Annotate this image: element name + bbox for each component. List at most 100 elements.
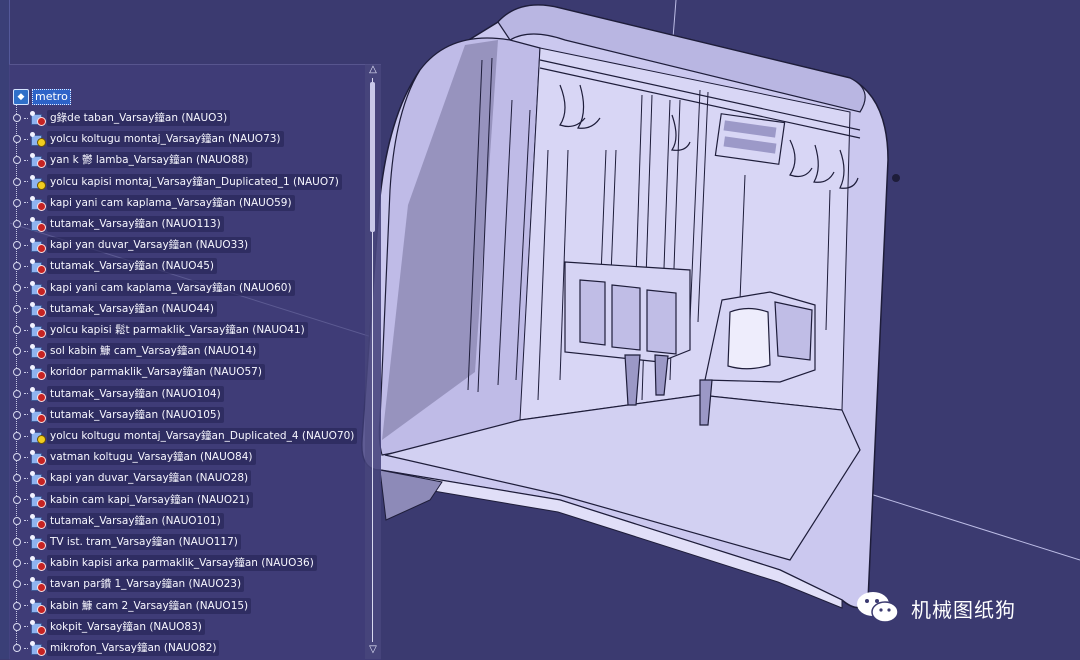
- tree-item-label[interactable]: tutamak_Varsay鐘an (NAUO101): [47, 512, 224, 529]
- tree-item-label[interactable]: kapi yani cam kaplama_Varsay鐘an (NAUO60): [47, 279, 295, 296]
- expand-toggle-icon[interactable]: [13, 220, 21, 228]
- expand-toggle-icon[interactable]: [13, 198, 21, 207]
- expand-toggle-icon[interactable]: [13, 495, 21, 504]
- tree-item-label[interactable]: kabin kapisi arka parmaklik_Varsay鐘an (N…: [47, 555, 317, 572]
- scroll-track[interactable]: [372, 78, 373, 642]
- tree-item[interactable]: koridor parmaklik_Varsay鐘an (NAUO57): [13, 363, 265, 381]
- part-icon: [30, 619, 46, 635]
- tree-item-label[interactable]: tutamak_Varsay鐘an (NAUO44): [47, 300, 218, 317]
- expand-toggle-icon[interactable]: [13, 559, 21, 568]
- tree-item[interactable]: tutamak_Varsay鐘an (NAUO45): [13, 257, 218, 275]
- tree-item[interactable]: yolcu kapisi 鬆t parmaklik_Varsay鐘an (NAU…: [13, 321, 308, 339]
- expand-toggle-icon[interactable]: [13, 326, 21, 334]
- expand-toggle-icon[interactable]: [13, 262, 21, 271]
- tree-root-node[interactable]: ◆ metro: [13, 88, 71, 106]
- tree-item[interactable]: kapi yan duvar_Varsay鐘an (NAUO28): [13, 469, 252, 487]
- tree-item[interactable]: yolcu koltugu montaj_Varsay鐘an (NAUO73): [13, 130, 284, 148]
- expand-toggle-icon[interactable]: [13, 453, 21, 462]
- expand-toggle-icon[interactable]: [13, 644, 21, 652]
- watermark: 机械图纸狗: [855, 588, 1016, 628]
- assembly-icon: [30, 174, 46, 190]
- tree-item-label[interactable]: kapi yani cam kaplama_Varsay鐘an (NAUO59): [47, 194, 295, 211]
- tree-item-label[interactable]: kabin 鱇 cam 2_Varsay鐘an (NAUO15): [47, 597, 252, 614]
- scroll-up-arrow-icon[interactable]: △: [369, 64, 377, 75]
- expand-toggle-icon[interactable]: [13, 135, 21, 144]
- tree-branch-line: [24, 181, 28, 183]
- tree-item[interactable]: kapi yani cam kaplama_Varsay鐘an (NAUO60): [13, 279, 295, 297]
- tree-item-label[interactable]: tavan par鐨 1_Varsay鐘an (NAUO23): [47, 576, 245, 593]
- expand-toggle-icon[interactable]: [13, 580, 21, 589]
- expand-toggle-icon[interactable]: [13, 601, 21, 610]
- tree-item[interactable]: tavan par鐨 1_Varsay鐘an (NAUO23): [13, 575, 245, 593]
- expand-toggle-icon[interactable]: [13, 368, 21, 377]
- expand-toggle-icon[interactable]: [13, 432, 21, 440]
- tree-item[interactable]: yolcu kapisi montaj_Varsay鐘an_Duplicated…: [13, 173, 342, 191]
- expand-toggle-icon[interactable]: [13, 177, 21, 186]
- tree-item-label[interactable]: yolcu koltugu montaj_Varsay鐘an_Duplicate…: [47, 428, 358, 444]
- part-icon: [30, 365, 46, 381]
- tree-item[interactable]: tutamak_Varsay鐘an (NAUO113): [13, 215, 224, 233]
- expand-toggle-icon[interactable]: [13, 283, 21, 292]
- expand-toggle-icon[interactable]: [13, 347, 21, 356]
- tree-item[interactable]: TV ist. tram_Varsay鐘an (NAUO117): [13, 533, 241, 551]
- expand-toggle-icon[interactable]: [13, 156, 21, 165]
- tree-item[interactable]: kabin kapisi arka parmaklik_Varsay鐘an (N…: [13, 554, 317, 572]
- tram-cabin-model[interactable]: [361, 4, 900, 609]
- tree-item-label[interactable]: kapi yan duvar_Varsay鐘an (NAUO33): [47, 237, 252, 254]
- tree-item-label[interactable]: mikrofon_Varsay鐘an (NAUO82): [47, 640, 220, 656]
- tree-item[interactable]: kokpit_Varsay鐘an (NAUO83): [13, 618, 205, 636]
- tree-item[interactable]: kabin cam kapi_Varsay鐘an (NAUO21): [13, 491, 253, 509]
- tree-item-label[interactable]: tutamak_Varsay鐘an (NAUO104): [47, 385, 224, 402]
- tree-branch-line: [24, 583, 28, 585]
- tree-branch-line: [24, 159, 28, 161]
- expand-toggle-icon[interactable]: [13, 622, 21, 631]
- tree-item-label[interactable]: yolcu kapisi 鬆t parmaklik_Varsay鐘an (NAU…: [47, 322, 308, 338]
- expand-toggle-icon[interactable]: [13, 538, 21, 546]
- expand-toggle-icon[interactable]: [13, 410, 21, 419]
- expand-toggle-icon[interactable]: [13, 389, 21, 398]
- tree-item[interactable]: yan k 鬱 lamba_Varsay鐘an (NAUO88): [13, 151, 252, 169]
- tree-item-label[interactable]: koridor parmaklik_Varsay鐘an (NAUO57): [47, 364, 265, 381]
- tree-branch-line: [24, 477, 28, 479]
- tree-item-label[interactable]: tutamak_Varsay鐘an (NAUO113): [47, 216, 224, 232]
- tree-item-label[interactable]: g錄de taban_Varsay鐘an (NAUO3): [47, 110, 231, 126]
- assembly-icon: [30, 132, 46, 148]
- tree-item-label[interactable]: kokpit_Varsay鐘an (NAUO83): [47, 618, 205, 635]
- scroll-thumb[interactable]: [370, 82, 375, 232]
- tree-item-label[interactable]: kabin cam kapi_Varsay鐘an (NAUO21): [47, 491, 253, 508]
- tree-item[interactable]: tutamak_Varsay鐘an (NAUO104): [13, 385, 224, 403]
- expand-toggle-icon[interactable]: [13, 516, 21, 525]
- tree-item-label[interactable]: yan k 鬱 lamba_Varsay鐘an (NAUO88): [47, 152, 252, 169]
- tree-item[interactable]: kapi yan duvar_Varsay鐘an (NAUO33): [13, 236, 252, 254]
- tree-root-label[interactable]: metro: [32, 89, 71, 105]
- tree-item[interactable]: g錄de taban_Varsay鐘an (NAUO3): [13, 109, 231, 127]
- tree-branch-line: [24, 138, 28, 140]
- tree-item[interactable]: tutamak_Varsay鐘an (NAUO105): [13, 406, 224, 424]
- part-icon: [30, 492, 46, 508]
- tree-item[interactable]: kabin 鱇 cam 2_Varsay鐘an (NAUO15): [13, 597, 252, 615]
- tree-item-label[interactable]: yolcu koltugu montaj_Varsay鐘an (NAUO73): [47, 131, 284, 148]
- tree-item-label[interactable]: TV ist. tram_Varsay鐘an (NAUO117): [47, 534, 241, 550]
- expand-toggle-icon[interactable]: [13, 304, 21, 313]
- tree-item[interactable]: yolcu koltugu montaj_Varsay鐘an_Duplicate…: [13, 427, 358, 445]
- tree-item[interactable]: mikrofon_Varsay鐘an (NAUO82): [13, 639, 220, 657]
- expand-toggle-icon[interactable]: [13, 474, 21, 483]
- tree-item[interactable]: kapi yani cam kaplama_Varsay鐘an (NAUO59): [13, 194, 295, 212]
- tree-item-label[interactable]: yolcu kapisi montaj_Varsay鐘an_Duplicated…: [47, 173, 342, 190]
- tree-item[interactable]: vatman koltugu_Varsay鐘an (NAUO84): [13, 448, 256, 466]
- tree-scrollbar[interactable]: △ ▽: [365, 64, 381, 659]
- expand-toggle-icon[interactable]: [13, 114, 21, 122]
- tree-item[interactable]: tutamak_Varsay鐘an (NAUO44): [13, 300, 218, 318]
- tree-item[interactable]: sol kabin 鱇 cam_Varsay鐘an (NAUO14): [13, 342, 260, 360]
- tree-item-label[interactable]: sol kabin 鱇 cam_Varsay鐘an (NAUO14): [47, 343, 260, 360]
- tree-item-label[interactable]: vatman koltugu_Varsay鐘an (NAUO84): [47, 449, 256, 466]
- tree-item-label[interactable]: kapi yan duvar_Varsay鐘an (NAUO28): [47, 470, 252, 487]
- part-icon: [30, 259, 46, 275]
- tree-connector-line: [16, 104, 18, 652]
- tree-item-label[interactable]: tutamak_Varsay鐘an (NAUO45): [47, 258, 218, 275]
- tree-item[interactable]: tutamak_Varsay鐘an (NAUO101): [13, 512, 224, 530]
- tree-item-label[interactable]: tutamak_Varsay鐘an (NAUO105): [47, 406, 224, 423]
- expand-toggle-icon[interactable]: [13, 241, 21, 250]
- scroll-down-arrow-icon[interactable]: ▽: [369, 644, 377, 655]
